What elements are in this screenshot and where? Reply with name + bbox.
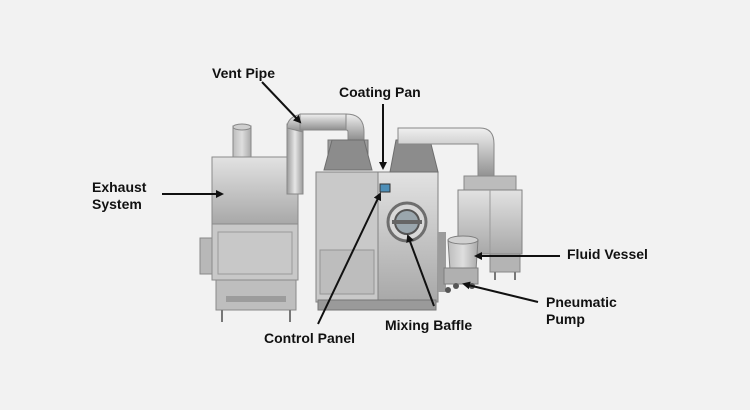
label-exhaust-system: Exhaust System — [92, 179, 146, 213]
label-coating-pan: Coating Pan — [339, 84, 421, 100]
arrow-vent-pipe — [261, 81, 302, 124]
supply-air-duct — [389, 127, 495, 179]
label-exhaust-system-line1: Exhaust — [92, 179, 147, 195]
arrow-mixing-baffle — [406, 234, 435, 307]
label-fluid-vessel: Fluid Vessel — [567, 246, 648, 262]
label-pneumatic-pump-line1: Pneumatic — [546, 294, 617, 310]
label-exhaust-system-line2: System — [92, 196, 142, 212]
arrow-control-panel — [317, 192, 382, 325]
label-pneumatic-pump-line2: Pump — [546, 311, 585, 327]
vent-pipe-ducting — [286, 113, 373, 195]
fluid-vessel-unit — [438, 232, 479, 293]
exhaust-system-unit — [199, 123, 299, 322]
label-control-panel: Control Panel — [264, 330, 356, 346]
label-vent-pipe: Vent Pipe — [212, 65, 276, 81]
callout-arrows — [162, 81, 560, 325]
label-mixing-baffle: Mixing Baffle — [385, 317, 473, 333]
label-pneumatic-pump: Pneumatic Pump — [546, 294, 617, 328]
arrow-pneumatic-pump — [462, 281, 539, 303]
